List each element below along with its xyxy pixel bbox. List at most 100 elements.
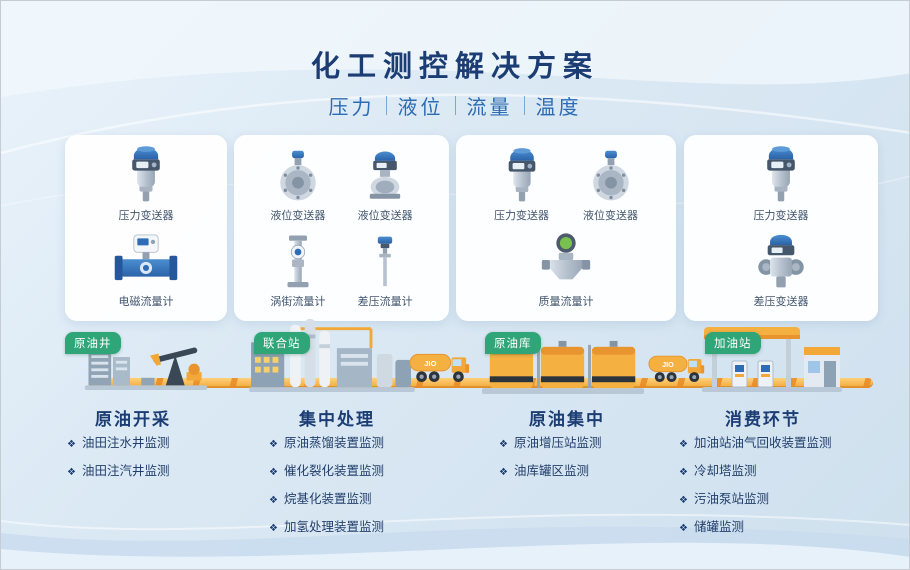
instrument-card: 质量流量计 — [537, 231, 595, 309]
stage-item: ❖ 烷基化装置监测 — [269, 488, 384, 507]
stage-item: ❖ 油库罐区监测 — [499, 460, 601, 479]
instrument-label: 压力变送器 — [753, 210, 809, 222]
instrument-label: 电磁流量计 — [118, 296, 174, 308]
instrument-panel-3: 压力变送器 液位变送器 质量流量计 — [456, 135, 676, 321]
stage-item: ❖ 油田注汽井监测 — [67, 460, 169, 479]
diamond-bullet-icon: ❖ — [679, 439, 688, 450]
differential-pressure-flowmeter-icon — [362, 233, 408, 289]
stage-title-concentration: 原油集中 — [529, 410, 605, 429]
stage-title-extraction: 原油开采 — [95, 410, 171, 429]
instrument-card: 涡街流量计 — [270, 231, 325, 309]
stage-title-processing: 集中处理 — [299, 410, 375, 429]
stage-item-label: 冷却塔监测 — [693, 464, 757, 478]
instrument-label: 液位变送器 — [357, 210, 413, 222]
stage-list-consumption: ❖ 加油站油气回收装置监测 ❖ 冷却塔监测 ❖ 污油泵站监测 ❖ 储罐监测 — [679, 432, 831, 544]
level-transmitter-icon — [358, 149, 412, 203]
stage-item: ❖ 原油蒸馏装置监测 — [269, 432, 384, 451]
stage-badge-gas-station: 加油站 — [705, 332, 761, 354]
stage-list-extraction: ❖ 油田注水井监测 ❖ 油田注汽井监测 — [67, 432, 169, 488]
instrument-label: 差压流量计 — [357, 296, 413, 308]
diamond-bullet-icon: ❖ — [67, 467, 76, 478]
instrument-card: 液位变送器 — [583, 145, 638, 223]
diamond-bullet-icon: ❖ — [679, 495, 688, 506]
instrument-card: 液位变送器 — [270, 145, 325, 223]
subtitle-item-pressure: 压力 — [328, 97, 375, 119]
tanker-truck-illustration: JIO — [648, 352, 706, 384]
instrument-card: 压力变送器 — [494, 145, 549, 223]
stage-item-label: 原油蒸馏装置监测 — [283, 436, 384, 450]
stage-item-label: 储罐监测 — [693, 520, 744, 534]
stage-item: ❖ 油田注水井监测 — [67, 432, 169, 451]
subtitle-item-flow: 流量 — [466, 97, 513, 119]
diamond-bullet-icon: ❖ — [679, 523, 688, 534]
tanker-truck-illustration: JIO — [409, 350, 471, 384]
subtitle-item-level: 液位 — [397, 97, 444, 119]
pipeline — [89, 378, 873, 388]
stage-list-concentration: ❖ 原油增压站监测 ❖ 油库罐区监测 — [499, 432, 601, 488]
subtitle-divider — [454, 96, 456, 115]
instrument-card: 压力变送器 — [754, 145, 809, 223]
refinery-illustration — [249, 315, 415, 393]
stage-item: ❖ 加油站油气回收装置监测 — [679, 432, 831, 451]
pressure-transmitter-icon — [121, 143, 171, 203]
instrument-label: 差压变送器 — [753, 296, 809, 308]
stage-item-label: 污油泵站监测 — [693, 492, 769, 506]
instrument-panel-1: 压力变送器 电磁流量计 — [65, 135, 227, 321]
subtitle-item-temperature: 温度 — [535, 97, 582, 119]
stage-item: ❖ 污油泵站监测 — [679, 488, 831, 507]
electromagnetic-flowmeter-icon — [113, 233, 179, 289]
stage-item-label: 催化裂化装置监测 — [283, 464, 384, 478]
diamond-bullet-icon: ❖ — [269, 467, 278, 478]
pressure-transmitter-icon — [756, 143, 806, 203]
instrument-label: 液位变送器 — [583, 210, 638, 222]
level-transmitter-icon — [584, 149, 638, 203]
page-title: 化工测控解决方案 — [310, 51, 599, 83]
diamond-bullet-icon: ❖ — [499, 439, 508, 450]
diamond-bullet-icon: ❖ — [269, 439, 278, 450]
vortex-flowmeter-icon — [274, 233, 322, 289]
diamond-bullet-icon: ❖ — [499, 467, 508, 478]
stage-item-label: 油田注水井监测 — [81, 436, 170, 450]
mass-flowmeter-icon — [537, 231, 595, 289]
stage-item: ❖ 冷却塔监测 — [679, 460, 831, 479]
diamond-bullet-icon: ❖ — [269, 495, 278, 506]
stage-item-label: 加油站油气回收装置监测 — [693, 436, 832, 450]
stage-item: ❖ 储罐监测 — [679, 516, 831, 535]
stage-item-label: 原油增压站监测 — [513, 436, 602, 450]
instrument-card: 差压流量计 — [358, 231, 413, 309]
stage-item-label: 烷基化装置监测 — [283, 492, 372, 506]
diamond-bullet-icon: ❖ — [269, 523, 278, 534]
instrument-label: 涡街流量计 — [270, 296, 326, 308]
stage-item: ❖ 催化裂化装置监测 — [269, 460, 384, 479]
truck-brand-label: JIO — [662, 360, 674, 369]
truck-brand-label: JIO — [424, 359, 437, 368]
stage-list-processing: ❖ 原油蒸馏装置监测 ❖ 催化裂化装置监测 ❖ 烷基化装置监测 ❖ 加氢处理装置监测 — [269, 432, 384, 544]
diamond-bullet-icon: ❖ — [67, 439, 76, 450]
differential-pressure-transmitter-icon — [752, 231, 810, 289]
instrument-label: 液位变送器 — [270, 210, 326, 222]
stage-badge-crude-oil-well: 原油井 — [65, 332, 121, 354]
stage-title-consumption: 消费环节 — [725, 410, 801, 429]
instrument-card: 液位变送器 — [358, 145, 413, 223]
instrument-panel-2: 液位变送器 液位变送器 涡街流量计 差压流量计 — [234, 135, 449, 321]
instrument-card: 差压变送器 — [752, 231, 810, 309]
stage-item-label: 油库罐区监测 — [513, 464, 589, 478]
subtitle: 压力 液位 流量 温度 — [1, 91, 909, 120]
instrument-label: 压力变送器 — [494, 210, 549, 222]
stage-item: ❖ 原油增压站监测 — [499, 432, 601, 451]
subtitle-divider — [523, 96, 525, 115]
instrument-label: 压力变送器 — [118, 210, 174, 222]
level-transmitter-flange-icon — [271, 149, 325, 203]
stage-item: ❖ 加氢处理装置监测 — [269, 516, 384, 535]
stage-badge-union-station: 联合站 — [254, 332, 310, 354]
subtitle-divider — [385, 96, 387, 115]
stage-item-label: 油田注汽井监测 — [81, 464, 170, 478]
instrument-card: 压力变送器 — [119, 145, 174, 223]
stage-item-label: 加氢处理装置监测 — [283, 520, 384, 534]
instrument-card: 电磁流量计 — [113, 231, 179, 309]
stage-badge-crude-oil-depot: 原油库 — [485, 332, 541, 354]
pressure-transmitter-icon — [498, 145, 546, 203]
instrument-label: 质量流量计 — [538, 296, 594, 308]
diamond-bullet-icon: ❖ — [679, 467, 688, 478]
